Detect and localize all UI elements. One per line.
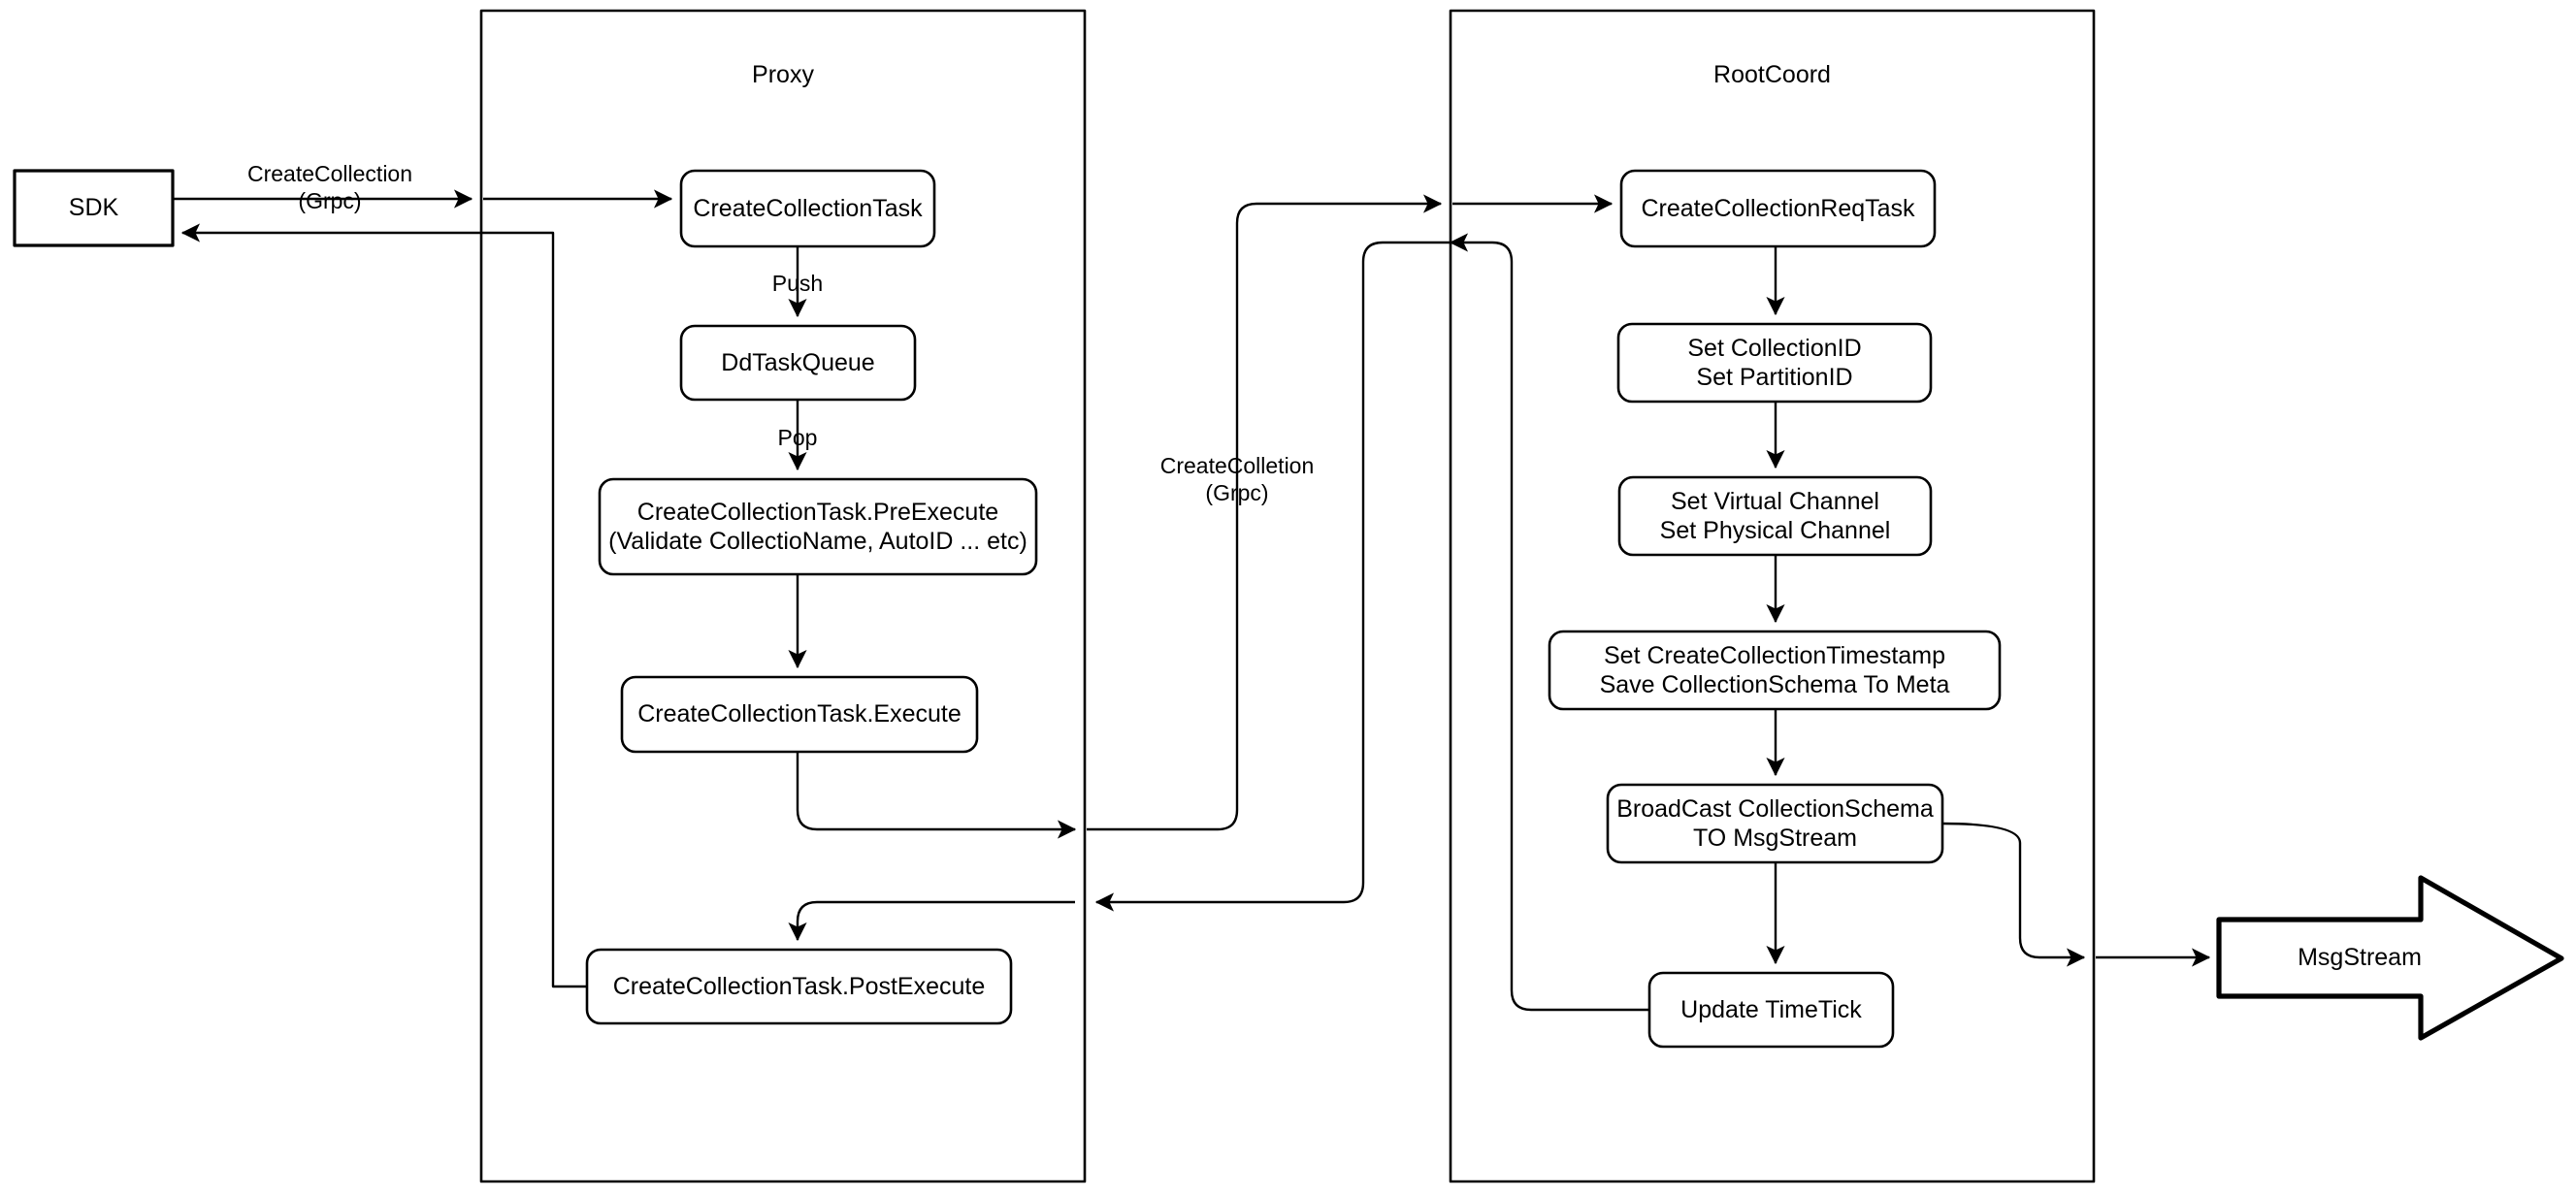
edge-execute-to-rootcoord bbox=[796, 752, 1077, 839]
pre-execute-outline bbox=[598, 477, 1038, 576]
sdk-node-outline bbox=[13, 169, 175, 247]
rootcoord-container-outline bbox=[1449, 9, 2096, 1183]
set-channels-outline bbox=[1617, 475, 1933, 557]
edge-proxy-boundary-to-postexecute bbox=[788, 900, 1075, 942]
msgstream-shape-outline bbox=[2216, 875, 2564, 1041]
dd-task-queue-outline bbox=[679, 324, 917, 402]
update-timetick-outline bbox=[1647, 971, 1895, 1049]
edge-postexecute-to-sdk bbox=[180, 223, 587, 988]
create-collection-task-outline bbox=[679, 169, 936, 248]
set-ids-outline bbox=[1616, 322, 1933, 404]
broadcast-outline bbox=[1606, 783, 1944, 864]
post-execute-outline bbox=[585, 948, 1013, 1025]
set-timestamp-outline bbox=[1548, 630, 2002, 711]
edge-rootcoord-return-to-proxy bbox=[1094, 241, 1460, 912]
execute-outline bbox=[620, 675, 979, 754]
proxy-container-outline bbox=[479, 9, 1087, 1183]
edge-proxy-out-to-rootcoord-in bbox=[1087, 194, 1443, 831]
create-collection-req-task-outline bbox=[1619, 169, 1937, 248]
edge-broadcast-to-msgstream bbox=[1941, 822, 2086, 967]
edge-timetick-to-return bbox=[1449, 233, 1649, 1012]
